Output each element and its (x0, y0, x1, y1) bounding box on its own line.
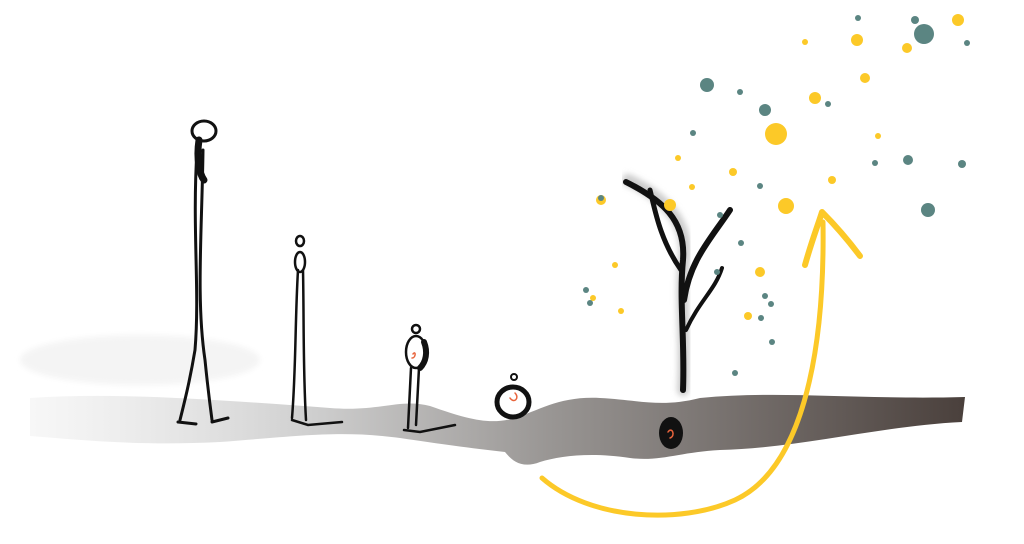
dot-teal (768, 301, 774, 307)
sprouting-plant (622, 174, 733, 449)
figure-seedling-curled (494, 373, 532, 420)
dot-yellow (765, 123, 787, 145)
dot-teal (872, 160, 878, 166)
ground-band (30, 394, 965, 465)
dot-yellow (778, 198, 794, 214)
dot-teal (914, 24, 934, 44)
dot-teal (717, 212, 723, 218)
dot-teal (762, 293, 768, 299)
dot-teal (758, 315, 764, 321)
arrow-up (539, 209, 863, 518)
dot-yellow (755, 267, 765, 277)
dot-teal (921, 203, 935, 217)
dot-yellow (744, 312, 752, 320)
dot-teal (825, 101, 831, 107)
dot-teal (738, 240, 744, 246)
dot-teal (714, 269, 720, 275)
dot-yellow (902, 43, 912, 53)
dot-yellow (875, 133, 881, 139)
dot-teal (964, 40, 970, 46)
dot-teal (769, 339, 775, 345)
dot-teal (737, 89, 743, 95)
dot-yellow (952, 14, 964, 26)
dot-yellow (590, 295, 596, 301)
dot-yellow (689, 184, 695, 190)
dot-yellow (860, 73, 870, 83)
dot-teal (690, 130, 696, 136)
dots-yellow (590, 14, 964, 320)
dot-teal (757, 183, 763, 189)
dot-teal (958, 160, 966, 168)
dot-yellow (809, 92, 821, 104)
dot-yellow (618, 308, 624, 314)
dot-yellow (802, 39, 808, 45)
dot-teal (903, 155, 913, 165)
dot-yellow (664, 199, 676, 211)
dot-yellow (851, 34, 863, 46)
dot-teal (855, 15, 861, 21)
dot-teal (759, 104, 771, 116)
dot-yellow (612, 262, 618, 268)
dot-yellow (729, 168, 737, 176)
dots-teal (583, 15, 970, 376)
dot-teal (700, 78, 714, 92)
dot-teal (911, 16, 919, 24)
dot-teal (732, 370, 738, 376)
dot-yellow (828, 176, 836, 184)
dot-teal (598, 195, 604, 201)
dot-teal (583, 287, 589, 293)
figure-tall (176, 119, 230, 426)
figure-small (402, 323, 457, 434)
figure-medium (290, 234, 344, 427)
dot-yellow (675, 155, 681, 161)
dot-teal (587, 300, 593, 306)
